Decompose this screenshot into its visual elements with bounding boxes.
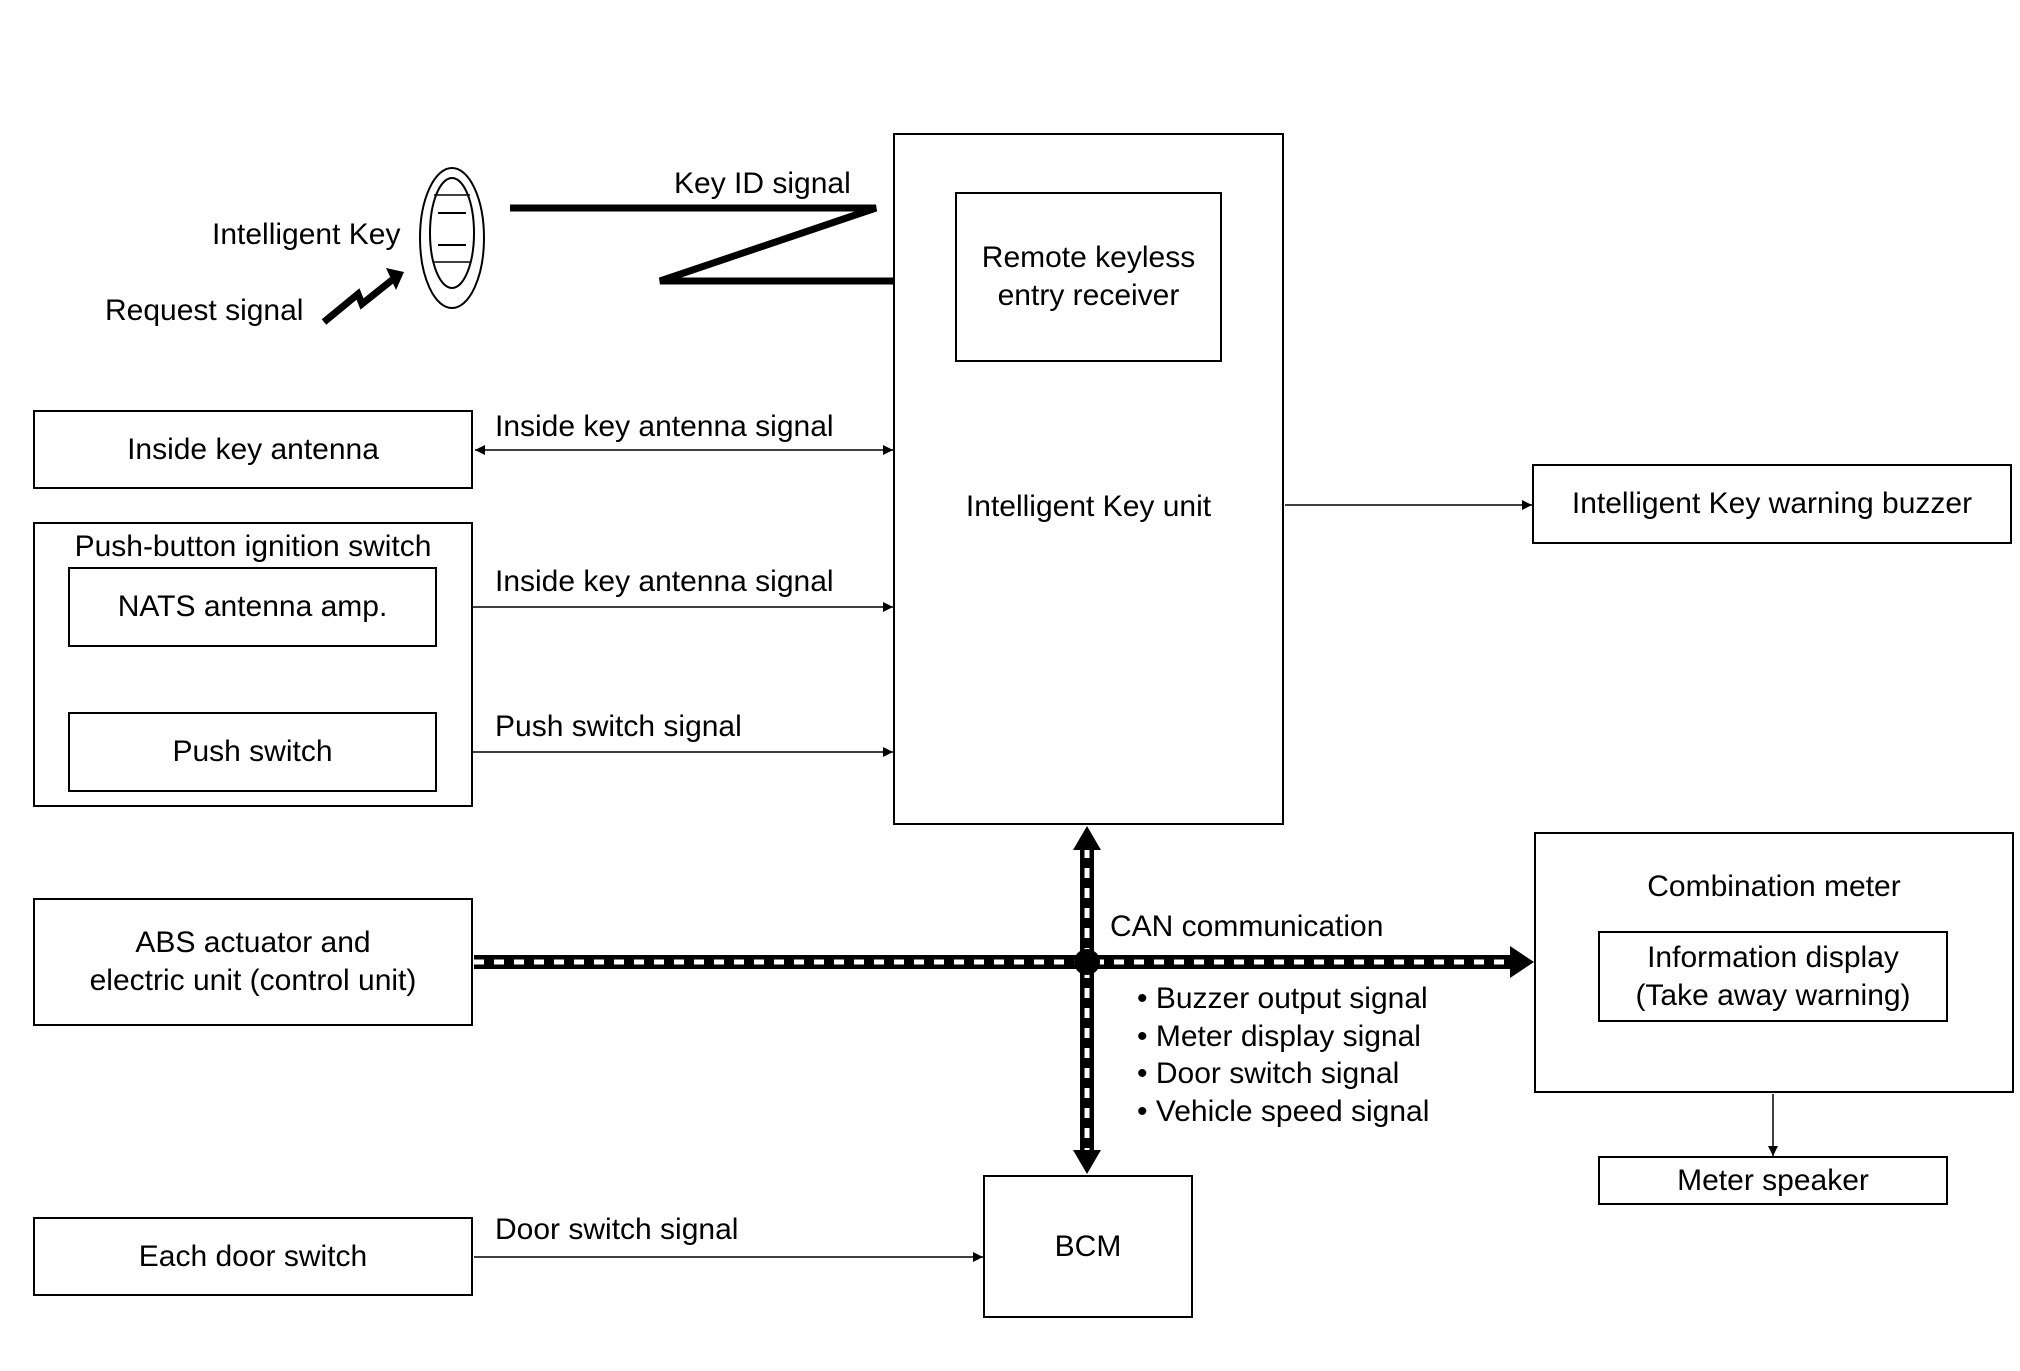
warning-buzzer-label: Intelligent Key warning buzzer — [1571, 487, 1973, 520]
request-signal-arrow-icon — [321, 268, 404, 325]
push-switch-label: Push switch — [172, 735, 333, 768]
door-switch-label: Each door switch — [138, 1239, 368, 1273]
can-signal-list: Buzzer output signal Meter display signa… — [1137, 980, 1430, 1131]
push-switch-box: Push switch — [68, 712, 437, 792]
information-display-line2: (Take away warning) — [1635, 978, 1911, 1012]
nats-antenna-amp-box: NATS antenna amp. — [68, 567, 437, 647]
nats-antenna-signal-label: Inside key antenna signal — [495, 565, 834, 598]
information-display-line1: Information display — [1647, 940, 1899, 974]
abs-unit-box: ABS actuator and electric unit (control … — [33, 898, 473, 1026]
can-signal-item: Door switch signal — [1137, 1055, 1429, 1093]
intelligent-key-unit-label: Intelligent Key unit — [965, 490, 1212, 523]
bcm-box: BCM — [983, 1175, 1193, 1318]
inside-key-antenna-signal-label: Inside key antenna signal — [495, 410, 834, 443]
key-id-signal-label: Key ID signal — [674, 167, 851, 200]
combination-meter-label: Combination meter — [1647, 870, 1901, 903]
can-bus-vertical — [1073, 826, 1101, 1174]
request-signal-label: Request signal — [105, 294, 304, 327]
can-signal-item: Meter display signal — [1137, 1018, 1429, 1056]
door-switch-signal-label: Door switch signal — [495, 1213, 739, 1246]
intelligent-key-label: Intelligent Key — [212, 218, 401, 251]
meter-speaker-label: Meter speaker — [1677, 1163, 1869, 1197]
can-junction — [1074, 949, 1100, 975]
can-signal-item: Buzzer output signal — [1137, 980, 1429, 1018]
remote-keyless-entry-receiver: Remote keyless entry receiver — [955, 192, 1222, 362]
inside-key-antenna-box: Inside key antenna — [33, 410, 473, 489]
receiver-line2: entry receiver — [997, 279, 1180, 312]
nats-antenna-amp-label: NATS antenna amp. — [117, 590, 388, 623]
door-switch-box: Each door switch — [33, 1217, 473, 1296]
can-bus-horizontal — [474, 946, 1534, 978]
abs-unit-line1: ABS actuator and — [135, 926, 371, 959]
abs-unit-line2: electric unit (control unit) — [89, 964, 417, 997]
can-signal-item: Vehicle speed signal — [1137, 1093, 1430, 1131]
push-switch-signal-label: Push switch signal — [495, 710, 742, 743]
key-fob-icon — [419, 167, 485, 309]
inside-key-antenna-label: Inside key antenna — [127, 432, 379, 466]
key-id-signal-line — [510, 204, 956, 294]
receiver-line1: Remote keyless — [981, 241, 1196, 274]
bcm-label: BCM — [1054, 1229, 1122, 1263]
information-display-box: Information display (Take away warning) — [1598, 931, 1948, 1022]
meter-speaker-box: Meter speaker — [1598, 1156, 1948, 1205]
push-button-ignition-switch-label: Push-button ignition switch — [74, 530, 432, 563]
warning-buzzer-box: Intelligent Key warning buzzer — [1532, 464, 2012, 544]
can-communication-label: CAN communication — [1110, 910, 1384, 943]
